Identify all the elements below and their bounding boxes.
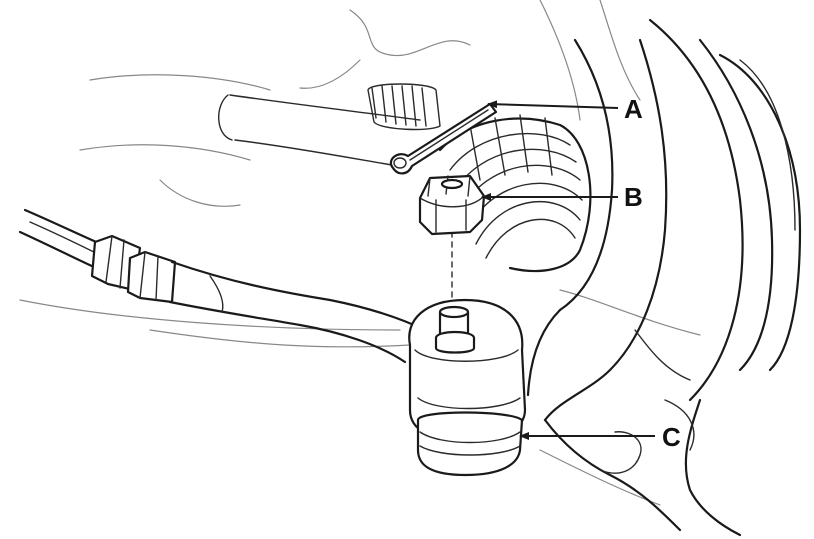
background-chassis (19, 0, 701, 506)
leader-a (487, 100, 619, 109)
split-pin (389, 102, 498, 175)
tie-rod-lock-nuts (90, 234, 177, 304)
callout-a-label: A (624, 94, 643, 124)
tie-rod-end-arm (168, 260, 427, 364)
callout-c-label: C (662, 422, 681, 452)
ball-stud (434, 305, 476, 354)
callout-b-label: B (624, 182, 643, 212)
callout-leaders (481, 100, 655, 440)
castle-nut (418, 174, 486, 236)
steering-knuckle-hub (526, 18, 802, 537)
